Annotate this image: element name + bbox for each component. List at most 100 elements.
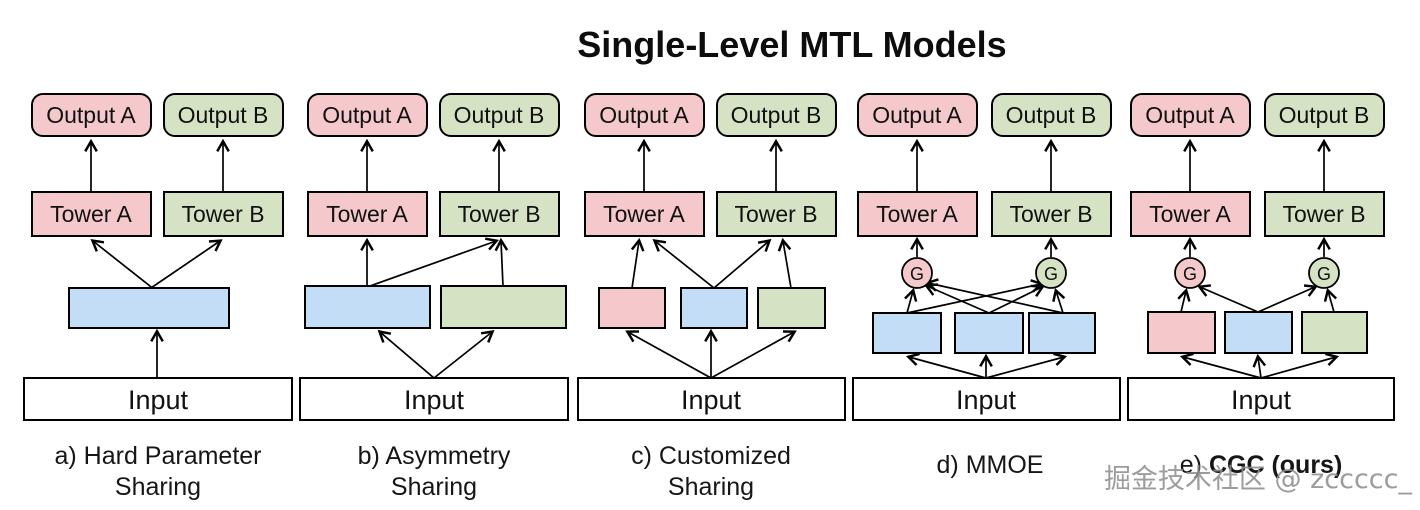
output-b-box [1264, 93, 1385, 137]
expert2-blue-box [954, 312, 1024, 354]
tower-a-label: Tower A [50, 201, 132, 227]
input-label: Input [681, 385, 742, 415]
arrow-input-to-expert-blue [1252, 353, 1267, 379]
output-b-label: Output B [731, 102, 822, 128]
shared-layer-box [68, 287, 230, 329]
gate-a-circle [901, 257, 933, 289]
tower-b-box [991, 191, 1112, 237]
arrow-input-to-expert-green [1260, 352, 1340, 379]
arrow-expert3-to-gate-a [924, 278, 1064, 314]
output-a-label: Output A [872, 102, 962, 128]
arrow-shared-to-tower-a [90, 239, 156, 291]
arrow-expert-pink-to-gate-a [1177, 287, 1191, 313]
arrow-input-to-expert-pink [1179, 352, 1262, 379]
gate-a-label: G [910, 264, 924, 284]
tower-b-label: Tower B [734, 201, 817, 227]
panel-caption-line1: b) Asymmetry [358, 442, 511, 470]
input-label: Input [404, 385, 465, 415]
tower-b-box [716, 191, 837, 237]
gate-b-circle [1035, 257, 1067, 289]
figure-title: Single-Level MTL Models [577, 24, 1006, 65]
output-b-box [439, 93, 560, 137]
arrow-expert-pink-to-tower-a [630, 237, 645, 289]
output-a-box [31, 93, 152, 137]
arrow-input-to-expert-green [433, 330, 495, 379]
gate-b-circle [1308, 257, 1340, 289]
arrow-expert2-to-gate-b [988, 284, 1045, 314]
input-box [1127, 377, 1395, 421]
expert-green-box [440, 285, 567, 329]
panel-caption-line1: e)CGC (ours) [1180, 451, 1343, 479]
panel-hard-parameter-sharing: Output A Output B Tower A Tower B Input … [23, 93, 293, 501]
arrow-expert1-to-gate-a [904, 287, 918, 314]
output-b-label: Output B [1006, 102, 1097, 128]
output-a-box [307, 93, 428, 137]
arrow-expert3-to-gate-b [1052, 287, 1066, 314]
gate-a-label: G [1183, 264, 1197, 284]
expert-blue-box [680, 287, 748, 329]
expert-pink-box [598, 287, 666, 329]
arrow-expert-green-to-tower-b [777, 237, 792, 289]
tower-a-box [307, 191, 428, 237]
panel-asymmetry-sharing: Output A Output B Tower A Tower B Input … [299, 93, 569, 501]
expert1-blue-box [872, 312, 942, 354]
input-label: Input [956, 385, 1017, 415]
output-b-label: Output B [178, 102, 269, 128]
arrow-expert-blue-to-tower-b [713, 238, 772, 289]
output-a-box [1130, 93, 1251, 137]
tower-b-label: Tower B [1009, 201, 1092, 227]
arrow-expert-blue-to-tower-a [652, 239, 715, 289]
tower-a-box [1130, 191, 1251, 237]
tower-a-label: Tower A [603, 201, 685, 227]
arrow-expert-blue-to-gate-b [1257, 284, 1318, 313]
arrow-input-to-expert1 [905, 352, 987, 379]
arrow-input-to-expert-pink [625, 330, 712, 379]
input-box [852, 377, 1121, 421]
output-a-box [584, 93, 705, 137]
panel-caption-line1: d) MMOE [937, 451, 1044, 479]
panel-customized-sharing: Output A Output B Tower A Tower B Input … [577, 93, 846, 501]
arrow-expert-blue-to-gate-a [1197, 284, 1259, 313]
gate-b-label: G [1044, 264, 1058, 284]
input-label: Input [128, 385, 189, 415]
tower-a-label: Tower A [876, 201, 958, 227]
input-box [299, 377, 569, 421]
output-a-label: Output A [322, 102, 412, 128]
arrow-expert1-to-gate-b [906, 279, 1045, 314]
arrow-expert-green-to-tower-b [494, 237, 509, 287]
tower-b-label: Tower B [1282, 201, 1365, 227]
input-label: Input [1231, 385, 1292, 415]
expert3-blue-box [1028, 312, 1096, 354]
expert-blue-box [304, 285, 431, 329]
output-b-box [991, 93, 1112, 137]
panel-mmoe: Output A Output B Tower A Tower B G G In… [852, 93, 1121, 479]
expert-green-box [1301, 311, 1368, 354]
output-a-box [857, 93, 978, 137]
input-box [577, 377, 846, 421]
tower-b-box [439, 191, 560, 237]
output-a-label: Output A [599, 102, 689, 128]
tower-a-box [31, 191, 152, 237]
tower-a-label: Tower A [326, 201, 408, 227]
tower-b-label: Tower B [457, 201, 540, 227]
expert-green-box [757, 287, 826, 329]
panel-caption-line2: Sharing [391, 473, 477, 501]
output-b-label: Output B [454, 102, 545, 128]
arrow-expert-green-to-gate-b [1323, 287, 1337, 313]
gate-b-label: G [1317, 264, 1331, 284]
tower-b-box [1264, 191, 1385, 237]
panel-cgc: Output A Output B Tower A Tower B G G In… [1127, 93, 1395, 479]
panel-caption-line1: c) Customized [631, 442, 791, 470]
watermark-text: 掘金技术社区 @ zccccc_ [1104, 464, 1413, 495]
expert-blue-box [1224, 311, 1293, 354]
tower-b-box [163, 191, 284, 237]
arrow-input-to-expert3 [985, 352, 1068, 379]
output-b-label: Output B [1279, 102, 1370, 128]
tower-b-label: Tower B [181, 201, 264, 227]
input-box [23, 377, 293, 421]
tower-a-label: Tower A [1149, 201, 1231, 227]
arrow-input-to-expert-green [710, 330, 797, 379]
tower-a-box [584, 191, 705, 237]
